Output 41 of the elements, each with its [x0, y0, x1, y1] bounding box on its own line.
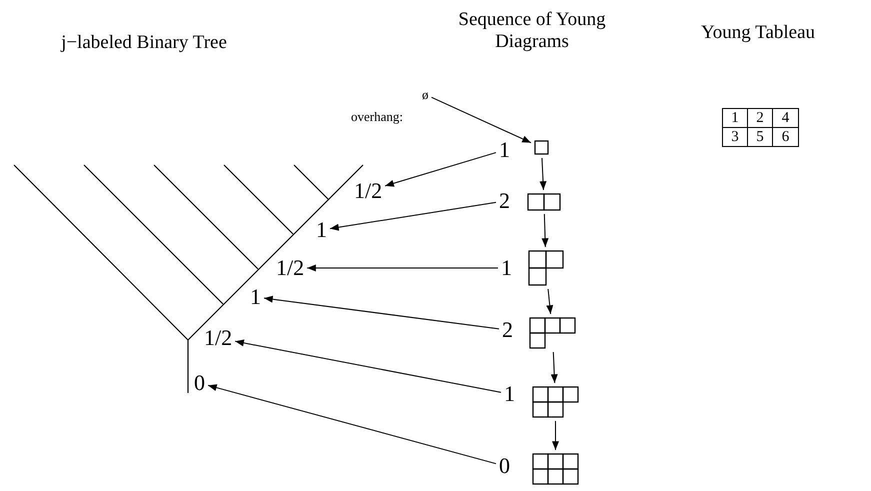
arrow [306, 264, 498, 272]
young-diagram [532, 453, 579, 485]
j-label: 1/2 [354, 180, 382, 202]
arrow [431, 96, 532, 144]
overhang-number: 1 [504, 383, 515, 405]
tableau-cell-text: 6 [780, 128, 790, 146]
column-heading: Young Tableau [700, 22, 816, 44]
j-label: 0 [194, 372, 205, 394]
young-diagram [532, 386, 579, 418]
overhang-number: 2 [502, 319, 513, 341]
j-label: 1/2 [276, 257, 304, 279]
tableau-cell: 2 [748, 109, 773, 128]
overhang-label: overhang: [351, 109, 403, 124]
overhang-number: 1 [499, 139, 510, 161]
arrow [384, 152, 496, 187]
tableau-cell: 1 [723, 109, 748, 128]
arrow [330, 202, 496, 231]
tableau-cell: 4 [773, 109, 798, 128]
j-label: 1/2 [204, 327, 232, 349]
overhang-number: 2 [499, 190, 510, 212]
tableau-cell: 3 [723, 128, 748, 146]
arrow [234, 340, 502, 393]
empty-set-symbol: ø [422, 88, 428, 101]
overhang-number: 1 [501, 257, 512, 279]
j-label: 1 [316, 219, 327, 241]
young-diagram [527, 193, 561, 211]
young-diagram [528, 250, 564, 286]
j-label: 1 [250, 286, 261, 308]
arrow [208, 384, 496, 464]
arrow [546, 288, 554, 314]
arrow [264, 296, 500, 330]
arrow [552, 420, 559, 450]
arrow [542, 214, 549, 248]
column-heading: Sequence of Young Diagrams [457, 9, 607, 53]
young-diagram [534, 140, 549, 155]
arrow [540, 158, 547, 190]
arrow [550, 352, 558, 384]
overhang-number: 0 [499, 455, 510, 477]
column-heading: j−labeled Binary Tree [60, 32, 228, 54]
young-diagram [529, 317, 576, 349]
tableau-cell: 5 [748, 128, 773, 146]
